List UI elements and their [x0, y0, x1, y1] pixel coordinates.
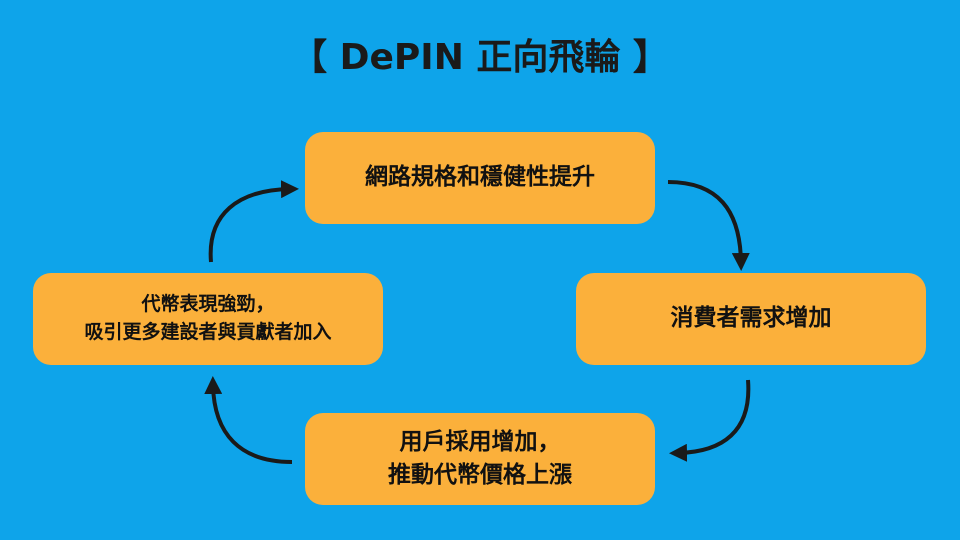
node-label-line: 消費者需求增加: [670, 305, 832, 332]
flywheel-node-network-upgrade: 網路規格和穩健性提升: [305, 132, 655, 224]
flywheel-node-token-performance: 代幣表現強勁， 吸引更多建設者與貢獻者加入: [33, 273, 383, 365]
arrow-top-to-right: [667, 180, 750, 271]
flywheel-node-user-adoption: 用戶採用增加， 推動代幣價格上漲: [305, 413, 655, 505]
arrow-bottom-to-left: [204, 376, 293, 464]
node-label-line: 推動代幣價格上漲: [388, 462, 572, 488]
node-label-line: 吸引更多建設者與貢獻者加入: [84, 321, 332, 343]
page-title: 【 DePIN 正向飛輪 】: [291, 37, 669, 78]
node-label-line: 代幣表現強勁，: [141, 293, 275, 316]
node-label-line: 網路規格和穩健性提升: [365, 164, 595, 191]
node-label-line: 用戶採用增加，: [399, 428, 561, 455]
arrow-right-to-bottom: [669, 379, 751, 462]
arrow-left-to-top: [208, 180, 299, 263]
flywheel-node-consumer-demand: 消費者需求增加: [576, 273, 926, 365]
